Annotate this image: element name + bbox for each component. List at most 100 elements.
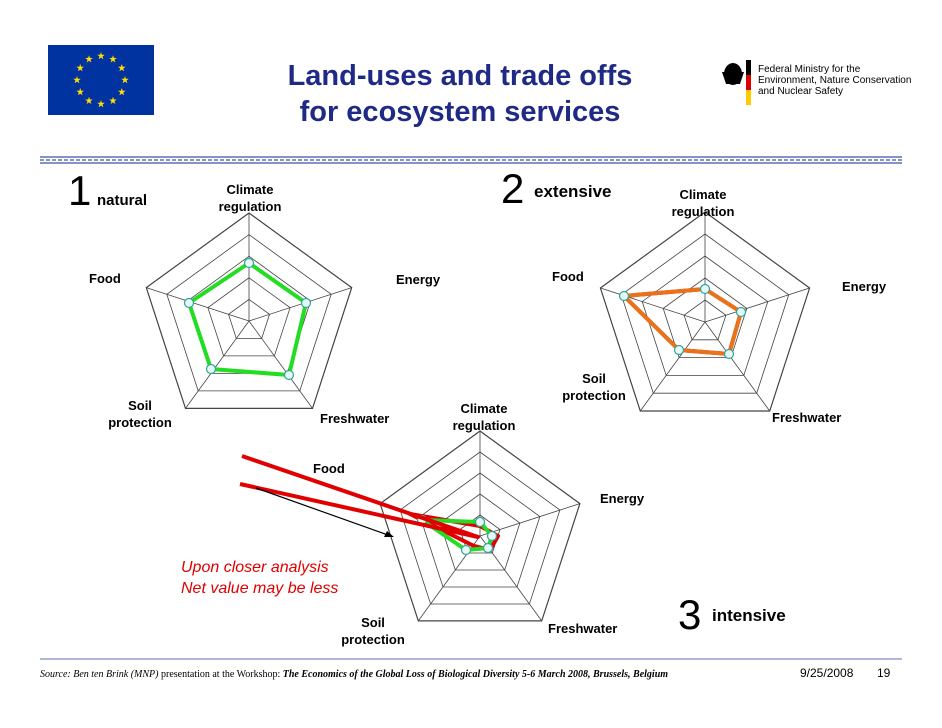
note-pointer-arrow [255, 487, 389, 536]
radar-grid-ring [439, 493, 521, 571]
s2-food-label: Food [552, 269, 584, 284]
radar-grid-ring [145, 212, 353, 409]
s2-soil-line2: protection [562, 388, 626, 403]
ministry-line-3: and Nuclear Safety [758, 86, 843, 97]
radar-spoke [704, 321, 771, 412]
red-wedge-extension [239, 454, 480, 539]
footer-event: The Economics of the Global Loss of Biol… [282, 669, 669, 680]
ministry-line-1: Federal Ministry for the [758, 64, 861, 75]
scenario1-number: 1 [68, 167, 92, 214]
s1-freshwater-label: Freshwater [320, 411, 390, 426]
s2-soil-label: Soil protection [546, 370, 642, 404]
page-number: 19 [877, 666, 891, 680]
radar-data-point [183, 297, 195, 309]
eu-star-icon [109, 96, 117, 104]
radar-data-point [673, 344, 685, 356]
ministry-line-2: Environment, Nature Conservation [758, 75, 911, 86]
s3-soil-label: Soil protection [325, 614, 421, 648]
s3-climate-label: Climate regulation [432, 400, 536, 434]
radar-data-point [618, 290, 630, 302]
slide-date: 9/25/2008 [800, 666, 854, 680]
s2-energy-label: Energy [842, 279, 887, 294]
eu-star-icon [76, 88, 84, 96]
s2-climate-label: Climate regulation [651, 186, 755, 220]
source-footer: Source: Ben ten Brink (MNP) presentation… [40, 669, 668, 680]
scenario3-number: 3 [678, 591, 702, 638]
footer-source: Source: Ben ten Brink (MNP) [40, 669, 161, 680]
eu-star-icon [73, 76, 81, 84]
s1-food-label: Food [89, 271, 121, 286]
radar-grid-ring [166, 234, 332, 392]
note-line-1: Upon closer analysis [181, 559, 329, 576]
radar-data-point [486, 530, 498, 542]
s1-soil-label: Soil protection [92, 397, 188, 431]
radar-grid-ring [228, 298, 270, 339]
s2-climate-line1: Climate [679, 187, 727, 202]
s2-soil-line1: Soil [582, 371, 606, 386]
radar-grid-ring [662, 277, 748, 359]
radar-data-point [243, 257, 255, 269]
footer-mid: presentation at the Workshop: [160, 669, 283, 680]
radar-spoke [600, 287, 706, 323]
radar-data-point [300, 297, 312, 309]
eu-star-icon [121, 76, 129, 84]
eu-star-icon [97, 52, 105, 60]
s3-climate-line2: regulation [452, 418, 516, 433]
radar-spoke [248, 320, 313, 409]
radar-grid-ring [379, 430, 581, 622]
radar-chart-intensive [379, 430, 581, 622]
page-title: Land-uses and trade offs for ecosystem s… [215, 58, 705, 130]
s3-soil-line2: protection [341, 632, 405, 647]
radar-spoke [146, 287, 250, 322]
radar-grid-ring [620, 233, 790, 394]
s3-freshwater-label: Freshwater [548, 621, 618, 636]
s3-soil-line1: Soil [361, 615, 385, 630]
radar-chart-natural [145, 212, 353, 409]
s1-climate-line2: regulation [218, 199, 282, 214]
title-divider [40, 156, 902, 164]
eu-star-icon [85, 96, 93, 104]
radar-spoke [639, 321, 706, 412]
radar-data-point [283, 369, 295, 381]
radar-data-point [699, 283, 711, 295]
radar-grid-ring [683, 299, 727, 341]
radar-grid-ring [419, 472, 541, 588]
radar-data-point [205, 363, 217, 375]
s1-soil-line2: protection [108, 415, 172, 430]
eu-star-icon [85, 55, 93, 63]
radar-spoke [248, 287, 352, 322]
scenario1-name: natural [97, 192, 148, 209]
s1-energy-label: Energy [396, 272, 441, 287]
eu-star-icon [97, 100, 105, 108]
radar-data-point [723, 348, 735, 360]
s3-energy-label: Energy [600, 491, 645, 506]
ministry-logo: Federal Ministry for the Environment, Na… [722, 60, 911, 105]
eu-star-icon [118, 88, 126, 96]
radar-data-point [482, 542, 494, 554]
note-arrows [239, 454, 480, 539]
s2-climate-line2: regulation [671, 204, 735, 219]
radar-series-polygon [187, 261, 308, 377]
arrow-head [384, 531, 394, 537]
radar-data-point [735, 306, 747, 318]
radar-spoke [185, 320, 250, 409]
eu-star-icon [118, 64, 126, 72]
radar-data-point [474, 516, 486, 528]
s1-climate-line1: Climate [226, 182, 274, 197]
s3-climate-line1: Climate [460, 401, 508, 416]
analysis-note: Upon closer analysis Net value may be le… [181, 557, 338, 599]
eu-star-icon [76, 64, 84, 72]
radar-grid-ring [599, 211, 811, 412]
radar-series-polygon [622, 287, 743, 356]
radar-chart-extensive [599, 211, 811, 412]
title-line-2: for ecosystem services [299, 96, 621, 128]
radar-grid-ring [459, 514, 501, 554]
radar-grid-ring [207, 277, 291, 357]
radar-data-point [460, 544, 472, 556]
scenario2-number: 2 [501, 165, 525, 212]
scenario3-name: intensive [712, 606, 786, 625]
s1-soil-line1: Soil [128, 398, 152, 413]
german-eagle-icon [722, 60, 751, 105]
s2-freshwater-label: Freshwater [772, 410, 842, 425]
